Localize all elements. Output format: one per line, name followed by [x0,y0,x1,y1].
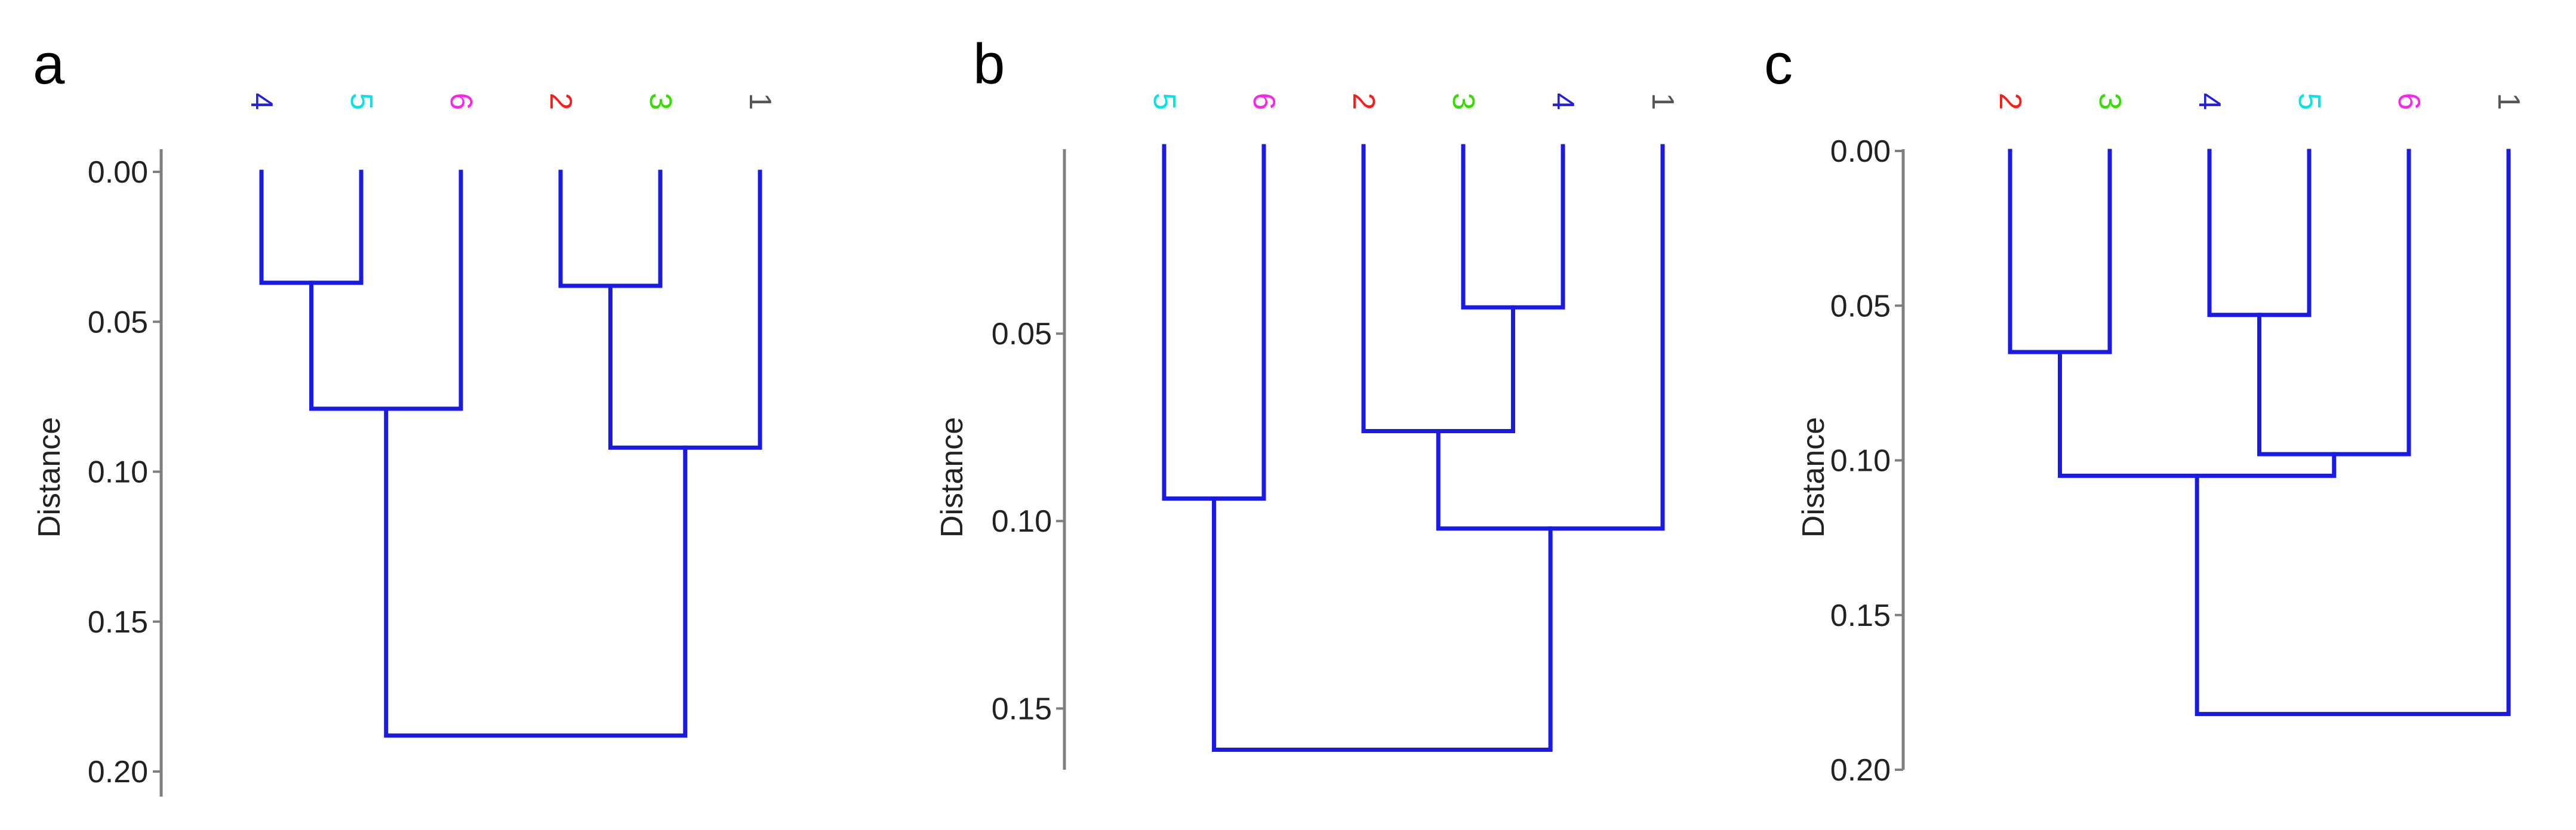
leaf-label-5: 5 [2292,93,2326,110]
y-tick-label: 0.05 [88,305,148,340]
leaf-label-6: 6 [444,93,478,110]
leaf-label-2: 2 [1346,93,1381,110]
dendrogram-branch-m1 [259,169,364,285]
dendrogram-branch-m2 [309,169,463,411]
panel-label: c [1764,32,1793,96]
y-tick-label: 0.10 [88,455,148,490]
dendrogram-branch-m3 [2257,149,2411,456]
dendrogram-branch-m2 [2207,149,2312,317]
y-axis-label: Distance [935,417,970,538]
dendrogram-branch-m3 [1436,144,1665,531]
dendrogram-branch-m4 [608,169,762,450]
leaf-label-6: 6 [1247,93,1281,110]
leaf-label-3: 3 [1446,93,1481,110]
leaf-label-2: 2 [1993,93,2027,110]
leaf-label-6: 6 [2392,93,2426,110]
y-axis-label: Distance [1796,417,1831,538]
dendrogram-panel-c: c 0.00 0.05 0.10 0.15 0.20 Distance 2 3 4 5 6 1 [1764,32,2526,788]
panel-label: a [33,32,65,96]
y-tick-label: 0.10 [992,504,1052,539]
dendrogram-branch-m5 [384,406,688,738]
leaf-label-4: 4 [2192,93,2227,110]
dendrogram-branch-m1 [1461,144,1565,310]
dendrogram-branch-m5 [2195,149,2511,717]
leaf-label-4: 4 [244,93,279,110]
dendrogram-branch-m5 [1212,496,1553,752]
y-tick-label: 0.10 [1830,444,1891,479]
y-tick-label: 0.20 [1830,753,1891,788]
leaf-label-5: 5 [1147,93,1181,110]
leaf-label-4: 4 [1546,93,1580,110]
y-tick-label: 0.00 [1830,134,1891,169]
dendrogram-branch-m1 [2008,149,2112,354]
dendrogram-panel-a: a 0.00 0.05 0.10 0.15 0.20 Distance 4 5 6 2 3 1 [32,32,777,797]
leaf-label-2: 2 [543,93,578,110]
leaf-label-1: 1 [743,93,777,110]
leaf-label-1: 1 [2491,93,2526,110]
y-axis-label: Distance [32,417,67,538]
dendrogram-branch-m3 [558,169,663,288]
y-tick-label: 0.00 [88,155,148,190]
y-tick-label: 0.05 [1830,289,1891,323]
y-tick-label: 0.05 [992,317,1052,351]
leaf-label-5: 5 [344,93,378,110]
dendrogram-branch-m4 [2058,350,2337,478]
y-tick-label: 0.15 [88,605,148,640]
y-tick-label: 0.15 [992,692,1052,726]
leaf-label-3: 3 [643,93,678,110]
panel-label: b [973,32,1005,96]
dendrogram-branch-m2 [1361,144,1515,433]
leaf-label-3: 3 [2092,93,2127,110]
dendrogram-branch-m4 [1162,144,1266,501]
dendrogram-panel-b: b 0.05 0.10 0.15 Distance 5 6 2 3 4 1 [935,32,1680,770]
y-tick-label: 0.20 [88,755,148,789]
leaf-label-1: 1 [1645,93,1680,110]
y-tick-label: 0.15 [1830,598,1891,633]
